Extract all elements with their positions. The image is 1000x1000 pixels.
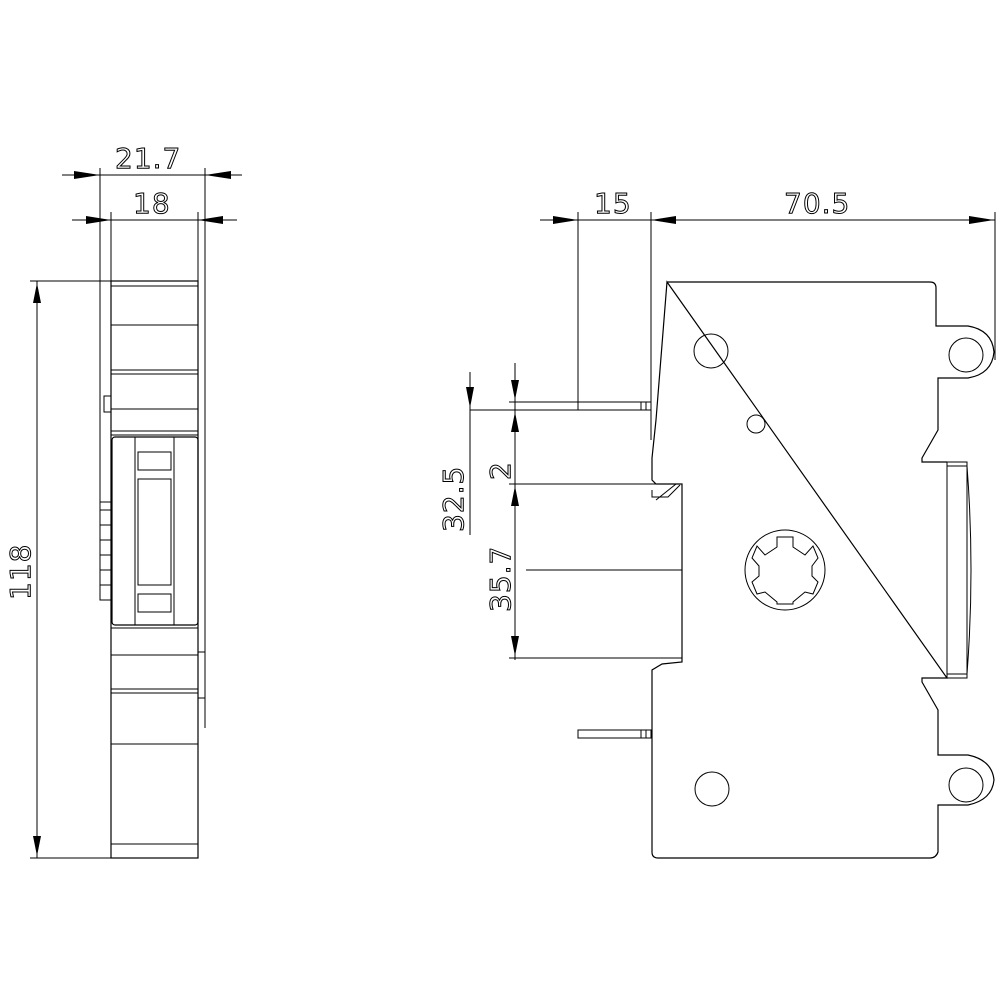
mounting-hole-bottom [694,771,730,807]
small-hole [746,414,766,434]
dim-label-18: 18 [133,187,171,220]
dimension-depth: 70.5 [784,187,850,221]
dim-label-118: 118 [4,544,37,600]
side-view: 21.7 18 118 [4,142,242,859]
dimension-terminal-offset: 15 [540,187,996,440]
dim-label-21-7: 21.7 [115,142,181,175]
dimension-height: 118 [4,280,111,859]
side-body [99,280,206,859]
upper-terminal [577,401,652,411]
mounting-hole-top [693,333,729,369]
housing-outline [651,280,995,859]
dim-label-2: 2 [484,461,517,480]
front-view: 15 70.5 32.5 2 35.7 [437,187,996,859]
dim-label-70-5: 70.5 [784,187,850,220]
lower-terminal [577,729,652,739]
dim-label-32-5: 32.5 [437,466,470,532]
din-rail-clip [946,461,972,679]
splined-shaft-icon [744,529,826,611]
dim-label-35-7: 35.7 [484,546,517,612]
dimension-terminal-thickness: 2 [484,363,651,660]
ear-hole-bottom [948,767,984,803]
dimension-body-width: 18 [72,187,237,282]
ear-hole-top [948,337,984,373]
dim-label-15: 15 [594,187,632,220]
dimension-terminal-height: 32.5 [437,372,651,535]
dimension-recess-height: 35.7 [484,483,682,659]
